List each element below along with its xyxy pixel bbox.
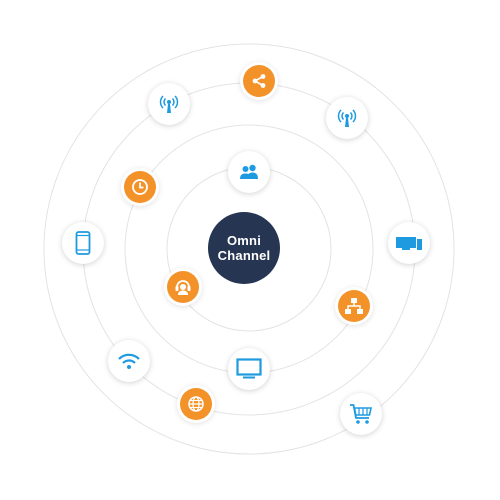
users-node <box>228 151 270 193</box>
wifi-icon <box>118 353 140 369</box>
share-icon <box>252 74 266 88</box>
broadcast-node-left <box>148 83 190 125</box>
globe-icon <box>188 396 204 412</box>
hub-title-line-2: Channel <box>217 248 271 263</box>
shopping-cart-node <box>340 393 382 435</box>
clock-node <box>124 171 156 203</box>
customer-support-node <box>167 271 199 303</box>
mobile-phone-node <box>62 222 104 264</box>
shopping-cart-icon <box>350 404 372 424</box>
wifi-node <box>108 340 150 382</box>
outermost-ring <box>43 43 455 455</box>
broadcast-tower-icon <box>337 109 357 127</box>
share-node <box>243 65 275 97</box>
monitor-icon <box>236 358 262 379</box>
hub-title-line-1: Omni <box>226 233 262 248</box>
sitemap-icon <box>345 298 363 314</box>
broadcast-node-right <box>326 97 368 139</box>
users-icon <box>240 164 258 179</box>
sitemap-node <box>338 290 370 322</box>
desktop-devices-node <box>388 222 430 264</box>
monitor-node <box>228 348 270 390</box>
desktop-devices-icon <box>396 237 422 250</box>
mobile-phone-icon <box>75 231 91 255</box>
customer-support-icon <box>175 280 191 295</box>
omni-channel-hub: Omni Channel <box>208 212 280 284</box>
globe-node <box>180 388 212 420</box>
clock-icon <box>132 179 148 195</box>
broadcast-tower-icon <box>159 95 179 113</box>
